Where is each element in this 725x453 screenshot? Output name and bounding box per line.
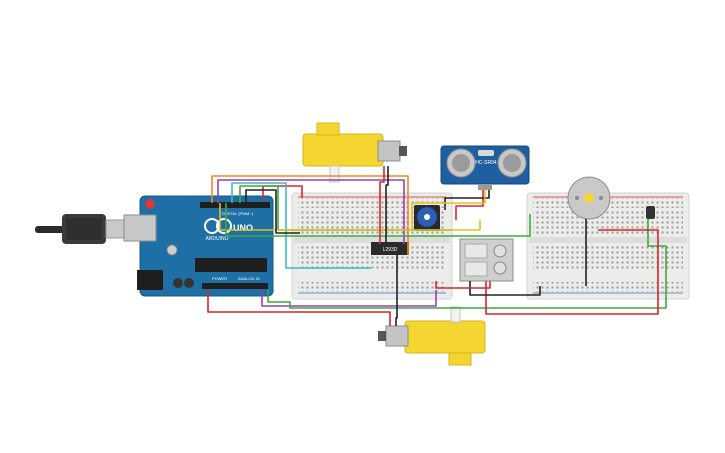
wire-green-bottom	[267, 219, 667, 309]
power-header-label: POWER	[212, 276, 227, 281]
wire-purple-top	[217, 179, 405, 244]
wire-cyan-top	[231, 182, 371, 269]
ultrasonic-sensor: HC-SR04	[440, 145, 530, 190]
potentiometer[interactable]	[414, 205, 440, 231]
gear-motor-bottom	[378, 306, 486, 366]
wire-green-long	[225, 203, 531, 237]
driver-ic-label: L293D	[383, 247, 398, 253]
reset-button[interactable]	[145, 199, 155, 209]
usb-cable	[35, 214, 129, 244]
gear-motor-top	[302, 122, 407, 183]
wire-yellow-long	[219, 203, 481, 231]
wire-yellow-ultrasonic	[411, 190, 486, 230]
arduino-model-label: UNO	[233, 223, 253, 233]
wire-red-bottom-right	[485, 229, 659, 315]
wire-red-ultrasonic	[455, 190, 484, 220]
wire-red-motor-top	[379, 166, 385, 244]
transistor	[646, 206, 655, 219]
ultrasonic-label: HC-SR04	[475, 160, 497, 166]
analog-header-label: ANALOG IN	[238, 276, 260, 281]
arduino-brand-label: ARDUINO	[205, 236, 228, 242]
wire-orange-top	[211, 175, 409, 255]
wire-red-arduino-rail	[262, 185, 303, 200]
wire-red-bottom	[207, 290, 391, 326]
digital-header-label: DIGITAL (PWM~)	[222, 211, 254, 216]
dc-motor	[567, 176, 611, 220]
wires	[207, 166, 667, 326]
arduino-uno-board: ARDUINO UNO DIGITAL (PWM~) POWER ANALOG …	[123, 195, 274, 297]
motor-driver-ic: L293D	[371, 242, 409, 255]
wire-black-motor-top	[385, 166, 389, 244]
relay-module	[459, 238, 514, 282]
wire-red-relay-top	[435, 281, 491, 289]
wire-black-ultrasonic	[444, 190, 490, 210]
wire-black-top	[245, 189, 300, 234]
wire-purple-bottom	[261, 290, 437, 307]
wire-black-driver-motor	[395, 255, 398, 326]
